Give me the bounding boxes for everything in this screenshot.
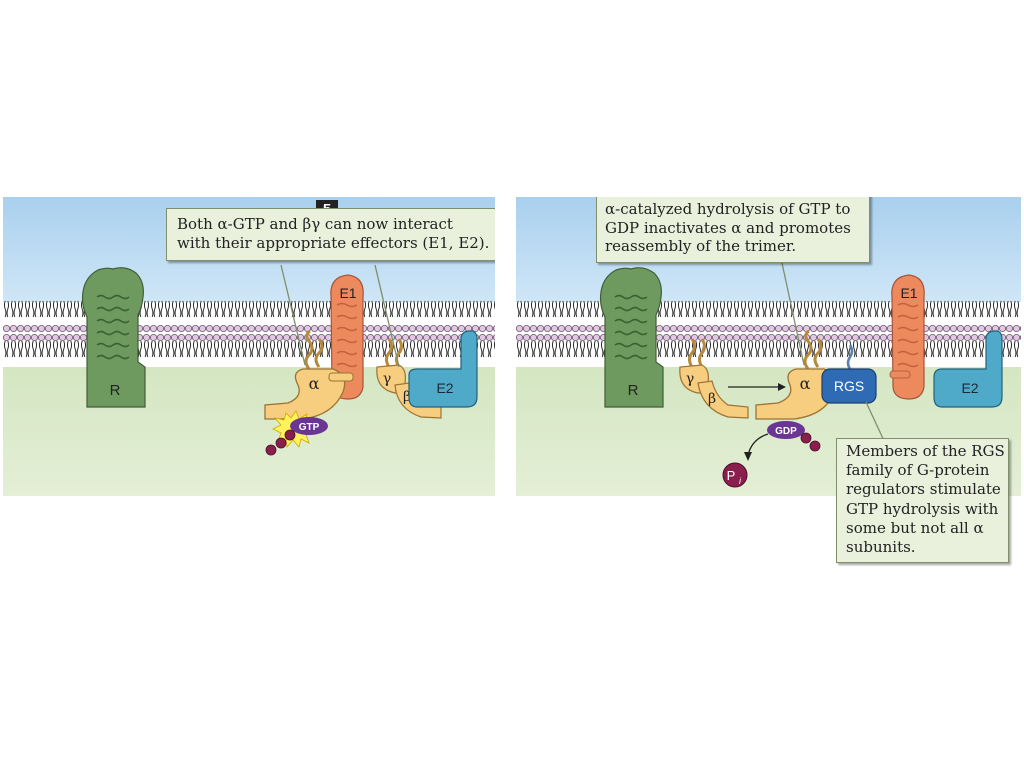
effector-e2: E2	[933, 330, 1003, 408]
rgs-label: RGS	[834, 378, 864, 394]
gamma-label: γ	[686, 371, 694, 387]
effector2-label: E2	[436, 380, 453, 396]
callout-line: reassembly of the trimer.	[605, 237, 797, 255]
reassembly-arrow	[728, 383, 786, 391]
receptor-label: R	[110, 382, 121, 399]
hydrolysis-callout: α-catalyzed hydrolysis of GTP to GDP ina…	[596, 197, 870, 263]
gdp-molecule: GDP	[767, 421, 821, 452]
pi-label: P	[727, 468, 736, 483]
lipid-bilayer	[516, 300, 1021, 368]
callout-line: regulators stimulate	[846, 480, 1001, 499]
effector-e1: E1	[889, 274, 925, 400]
effector1-label: E1	[339, 285, 356, 301]
callout-line: α-catalyzed hydrolysis of GTP to	[605, 200, 851, 218]
gtp-molecule: GTP	[265, 410, 328, 456]
alpha-label: α	[309, 374, 320, 393]
callout-line: subunits.	[846, 538, 916, 557]
right-panel: R γ β α GDP	[516, 197, 1021, 496]
gamma-label: γ	[383, 371, 391, 387]
callout-line: GTP hydrolysis with	[846, 499, 999, 518]
callout-line: some but not all α	[846, 518, 984, 537]
alpha-subunit: α	[264, 329, 354, 420]
beta-gamma-dimer: γ β	[679, 338, 749, 419]
pointer-to-alpha	[280, 264, 306, 366]
alpha-subunit: α	[755, 329, 837, 420]
receptor-label: R	[628, 382, 639, 399]
pointer-to-alpha	[781, 262, 805, 366]
effector1-label: E1	[900, 285, 917, 301]
rgs-protein: RGS	[821, 344, 877, 404]
alpha-label: α	[800, 374, 811, 393]
callout-line: family of G-protein	[846, 461, 990, 480]
callout-line: Both α-GTP and βγ can now interact	[177, 215, 453, 233]
pointer-to-rgs	[865, 401, 887, 446]
callout-line: GDP inactivates α and promotes	[605, 218, 851, 237]
receptor: R	[599, 267, 664, 408]
left-panel: R E1 α GTP	[3, 197, 495, 496]
gtp-label: GTP	[299, 422, 320, 433]
beta-label: β	[403, 389, 411, 405]
pi-subscript: i	[739, 476, 742, 486]
phosphate-release: P i	[722, 433, 769, 488]
effector2-label: E2	[961, 380, 978, 396]
callout-line: Members of the RGS	[846, 442, 1005, 460]
receptor: R	[81, 267, 146, 408]
rgs-callout: Members of the RGS family of G-protein r…	[836, 438, 1009, 564]
effector-e2: E2	[408, 330, 478, 408]
callout-line: with their appropriate effectors (E1, E2…	[177, 233, 490, 252]
gdp-label: GDP	[775, 426, 797, 437]
beta-label: β	[708, 391, 716, 407]
lipid-bilayer	[3, 300, 495, 368]
pointer-to-beta-gamma	[374, 264, 400, 368]
effectors-callout: Both α-GTP and βγ can now interact with …	[166, 208, 495, 261]
